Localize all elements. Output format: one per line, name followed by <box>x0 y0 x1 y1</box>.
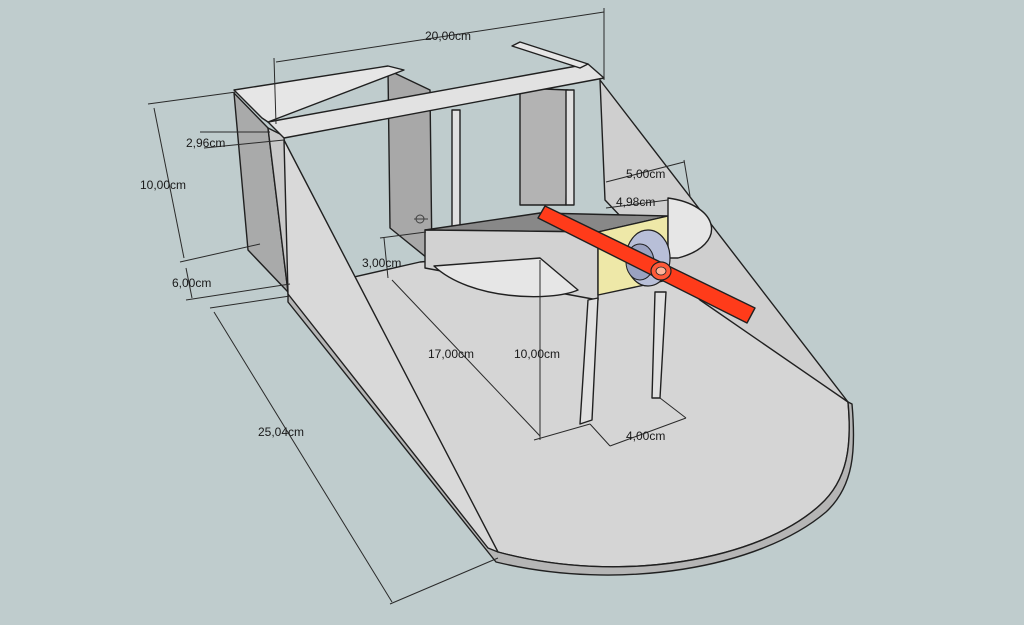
dim-inner-height: 10,00cm <box>514 347 560 361</box>
dim-front-gap: 6,00cm <box>172 276 211 290</box>
top-rail-right <box>511 41 589 69</box>
dim-rear-depth: 4,00cm <box>626 429 665 443</box>
back-post-right <box>565 89 575 206</box>
left-side-wall <box>283 139 499 553</box>
dimension-lines <box>147 8 691 605</box>
dim-mount-width: 5,00cm <box>626 167 665 181</box>
dim-mount-offset: 4,98cm <box>616 195 655 209</box>
dim-inner-small: 3,00cm <box>362 256 401 270</box>
quarter-shelf <box>433 257 579 298</box>
back-wall-right <box>519 87 569 206</box>
vertical-panel <box>579 297 599 425</box>
dim-front-thickness: 2,96cm <box>186 136 225 150</box>
propeller-blade <box>537 205 756 324</box>
dim-inner-length: 17,00cm <box>428 347 474 361</box>
dim-top-width: 20,00cm <box>425 29 471 43</box>
dim-side-length: 25,04cm <box>258 425 304 439</box>
top-rail-left <box>233 65 405 123</box>
rear-half-disc <box>667 197 713 259</box>
axes-origin-icon <box>414 214 428 224</box>
back-post <box>451 109 461 229</box>
dim-front-height: 10,00cm <box>140 178 186 192</box>
propeller-hub-hole <box>655 266 667 276</box>
